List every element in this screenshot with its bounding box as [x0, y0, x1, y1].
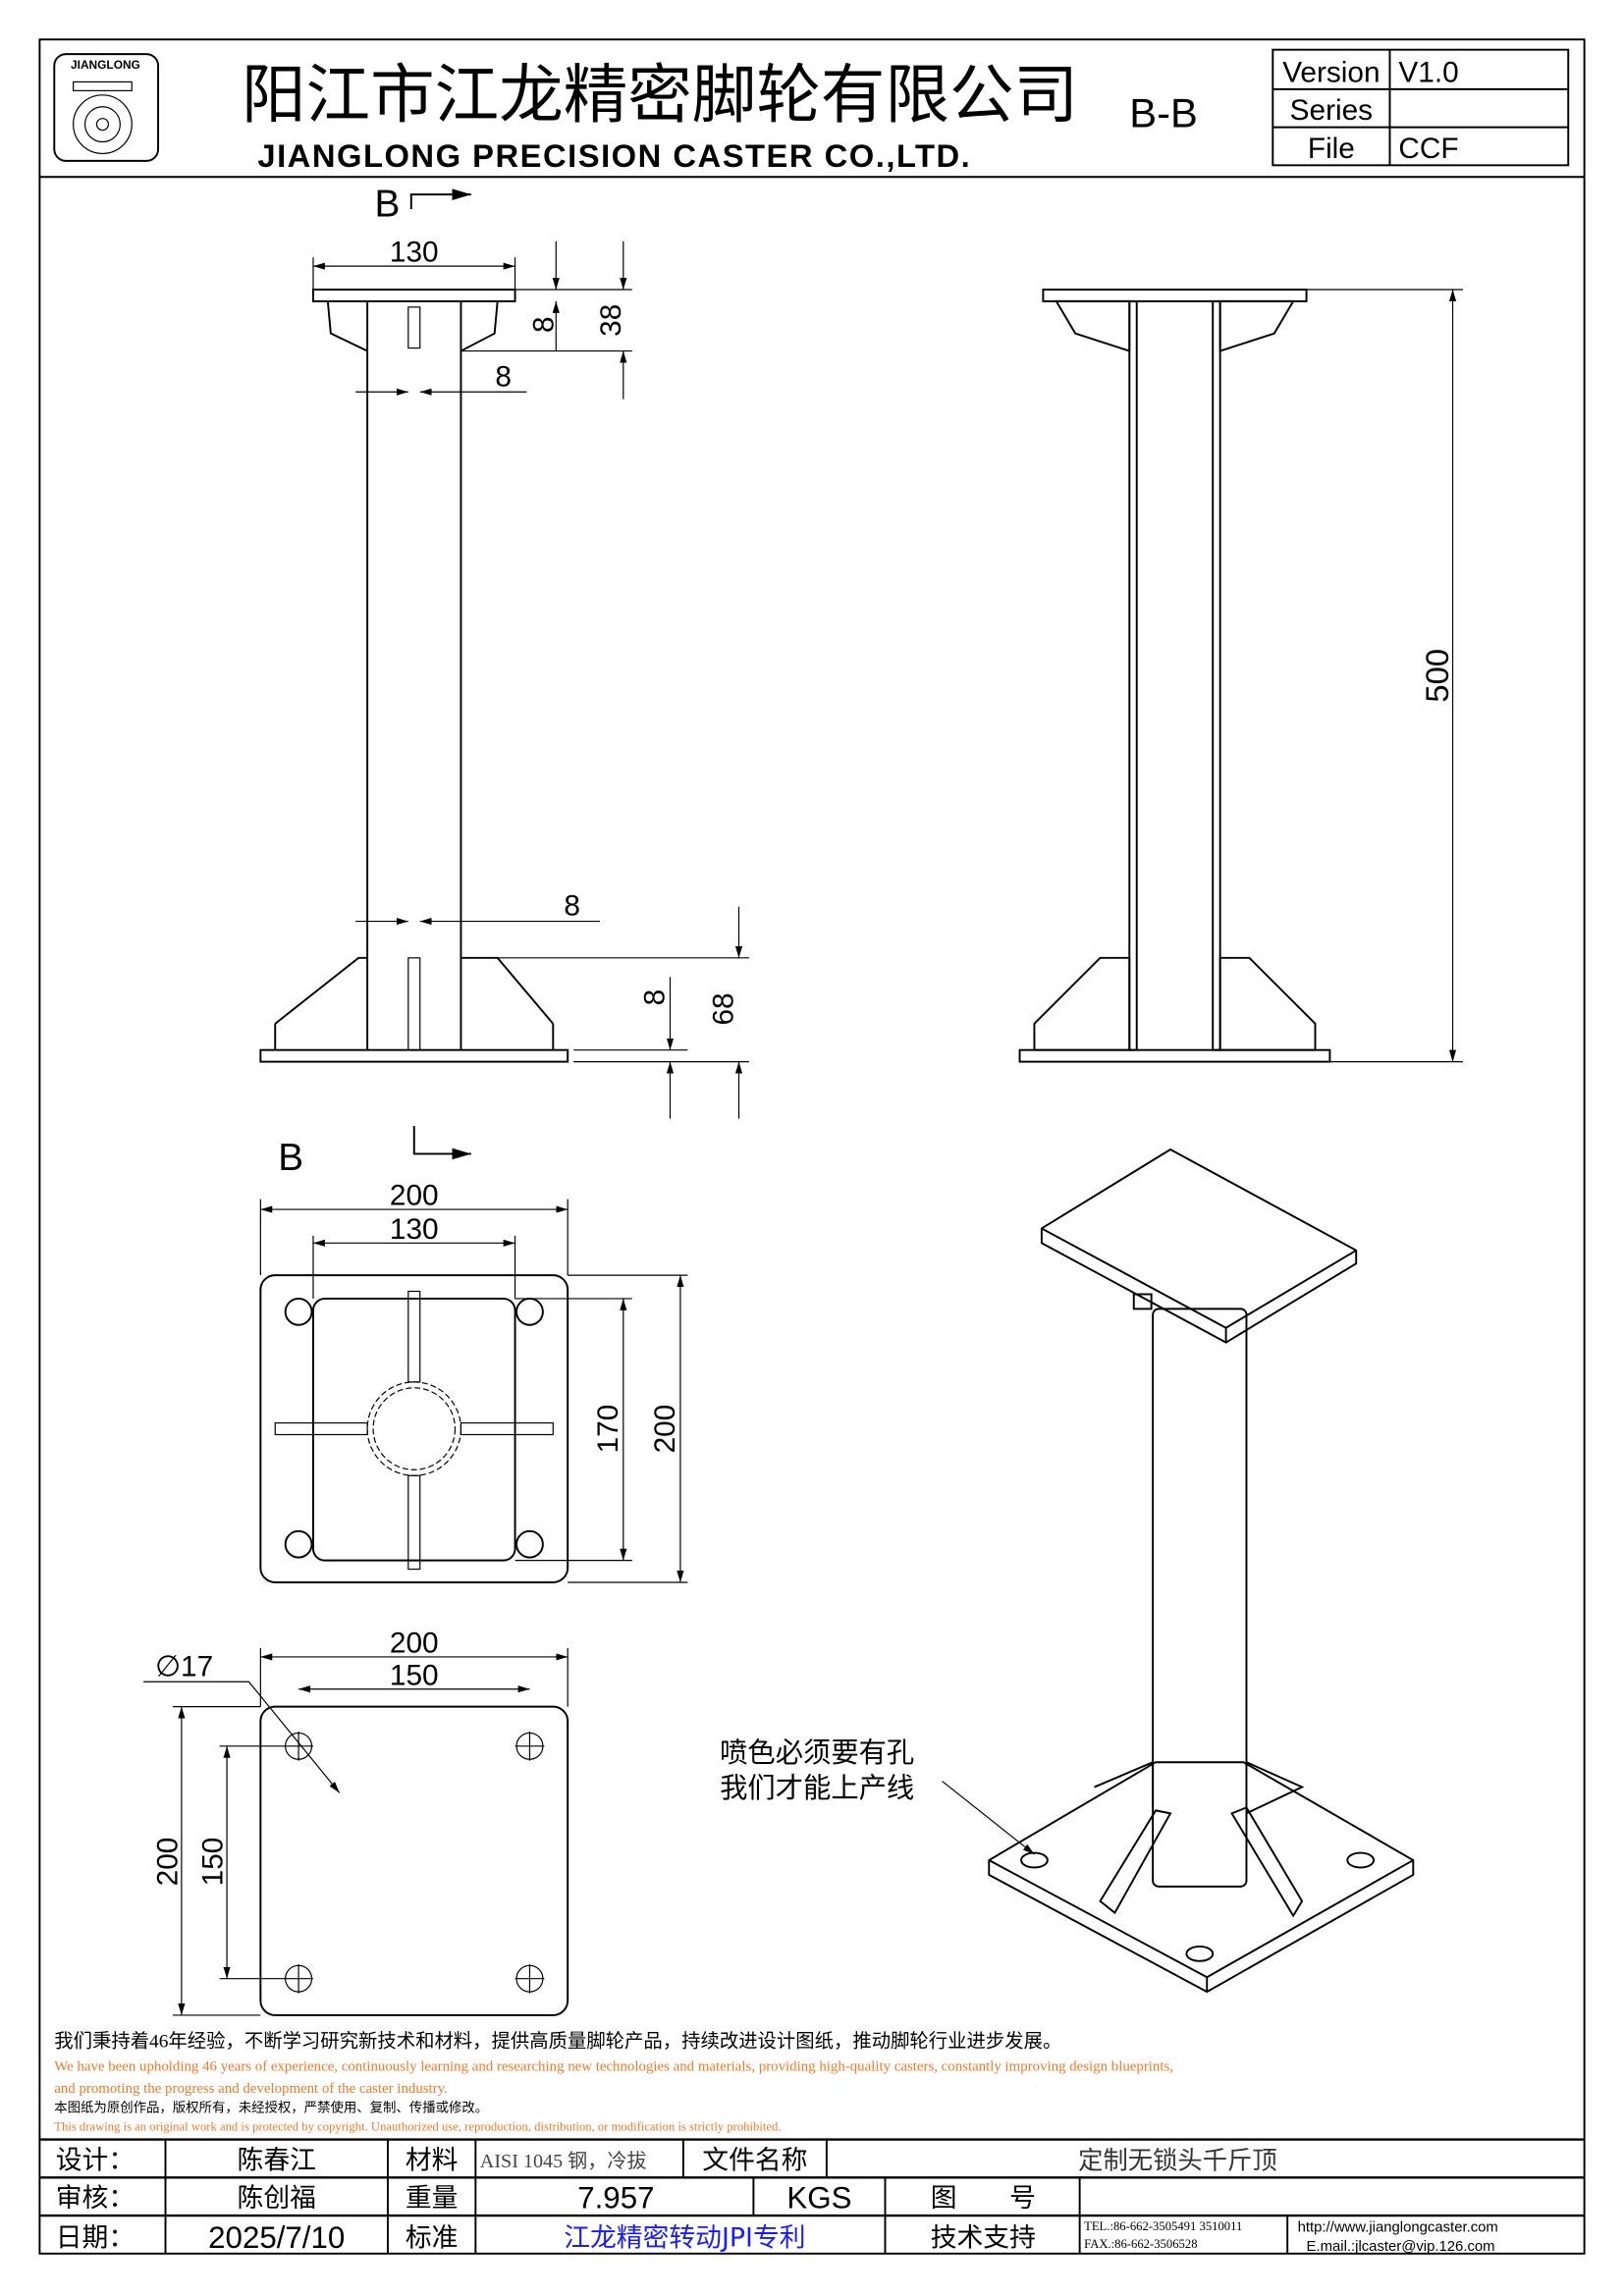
tech-support-label: 技术支持: [931, 2222, 1036, 2253]
drawing-number-label: 图 号: [931, 2183, 1036, 2214]
copyright-en: This drawing is an original work and is …: [54, 2120, 781, 2134]
logo-text: JIANGLONG: [71, 58, 140, 72]
weight-unit: KGS: [786, 2181, 851, 2216]
website-link[interactable]: http://www.jianglongcaster.com: [1298, 2219, 1498, 2235]
company-name-cn: 阳江市江龙精密脚轮有限公司: [242, 58, 1078, 133]
front-view: B 130 8 38 8 8 8 68: [259, 183, 749, 1119]
dim-hole-spacing: 150: [390, 1659, 439, 1691]
reviewer-value: 陈创福: [238, 2183, 316, 2214]
isometric-view: 喷色必须要有孔 我们才能上产线: [720, 1148, 1415, 1994]
title-block: 设计： 陈春江 材料 AISI 1045 钢，冷拔 文件名称 定制无锁头千斤顶 …: [39, 2138, 1585, 2255]
telephone: TEL.:86-662-3505491 3510011: [1084, 2219, 1242, 2233]
dim-overall-height: 500: [1419, 649, 1455, 703]
dim-top-width: 130: [390, 237, 439, 269]
series-label: Series: [1290, 94, 1373, 127]
section-mark-bottom: B: [278, 1137, 303, 1179]
dim-top-height: 38: [595, 304, 627, 337]
note-line-1: 喷色必须要有孔: [720, 1736, 914, 1769]
material-value: AISI 1045 钢，冷拔: [480, 2150, 647, 2172]
drawing-frame: [38, 38, 1586, 2255]
dim-outer-height: 200: [649, 1405, 681, 1454]
fax: FAX.:86-662-3506528: [1084, 2237, 1197, 2251]
weight-label: 重量: [406, 2183, 459, 2214]
date-label: 日期：: [56, 2222, 135, 2253]
version-value: V1.0: [1398, 56, 1458, 88]
dim-base-height-v: 200: [151, 1838, 184, 1887]
standard-label: 标准: [406, 2222, 459, 2253]
filename-label: 文件名称: [702, 2145, 807, 2175]
section-view-b-b: 500: [1018, 289, 1463, 1063]
statement-cn: 我们秉持着46年经验，不断学习研究新技术和材料，提供高质量脚轮产品，持续改进设计…: [54, 2031, 1061, 2053]
filename-value: 定制无锁头千斤顶: [1078, 2145, 1277, 2174]
dim-base-thickness: 8: [639, 989, 672, 1006]
dim-plate-width: 200: [390, 1180, 439, 1212]
note-line-2: 我们才能上产线: [720, 1772, 914, 1804]
design-label: 设计：: [56, 2145, 135, 2175]
top-view: B 200 130 170 200: [259, 1126, 688, 1583]
dim-tube-wall: 8: [495, 360, 512, 393]
email-link[interactable]: E.mail.:jlcaster@vip.126.com: [1307, 2239, 1495, 2255]
weight-value: 7.957: [577, 2181, 654, 2216]
designer-value: 陈春江: [238, 2145, 316, 2175]
company-logo: JIANGLONG: [53, 53, 160, 162]
version-label: Version: [1282, 56, 1380, 88]
dim-plate-thickness: 8: [527, 316, 560, 333]
dim-bottom-wall: 8: [564, 890, 580, 923]
base-plate-view: 200 150 ∅17 200 150: [143, 1627, 569, 2016]
dim-inner-width: 130: [390, 1213, 439, 1246]
dim-base-height: 68: [708, 992, 740, 1025]
copyright-cn: 本图纸为原创作品，版权所有，未经授权，严禁使用、复制、传播或修改。: [54, 2099, 488, 2114]
section-label: B-B: [1129, 90, 1198, 136]
standard-value: 江龙精密转动JPI专利: [564, 2222, 805, 2253]
statement-en-2: and promoting the progress and developme…: [54, 2081, 448, 2097]
statement-en-1: We have been upholding 46 years of exper…: [54, 2059, 1173, 2075]
review-label: 审核：: [56, 2183, 135, 2214]
section-mark-top: B: [375, 183, 401, 225]
file-label: File: [1308, 133, 1355, 165]
dim-inner-height: 170: [592, 1405, 624, 1454]
material-label: 材料: [406, 2145, 459, 2175]
company-name-en: JIANGLONG PRECISION CASTER CO.,LTD.: [257, 137, 971, 174]
dim-hole-spacing-v: 150: [197, 1838, 230, 1887]
file-value: CCF: [1398, 133, 1458, 165]
date-value: 2025/7/10: [208, 2220, 345, 2255]
dim-base-width: 200: [390, 1627, 439, 1659]
dim-hole-diameter: ∅17: [155, 1650, 213, 1682]
version-table: Version V1.0 Series File CCF: [1272, 48, 1570, 167]
